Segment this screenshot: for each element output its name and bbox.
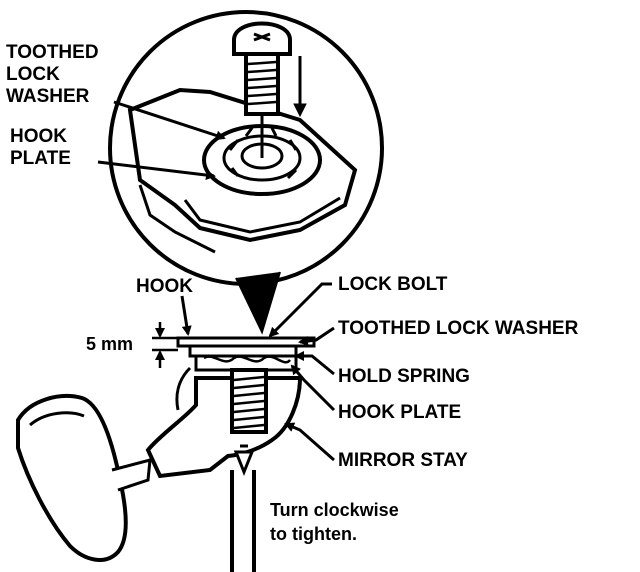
label-five-mm: 5 mm <box>86 334 133 354</box>
label-toothed-lock-washer-top-1: TOOTHED <box>6 42 99 63</box>
label-hook-plate: HOOK PLATE <box>338 402 461 423</box>
label-lock-bolt: LOCK BOLT <box>338 274 448 295</box>
label-hold-spring: HOLD SPRING <box>338 366 470 387</box>
label-hook: HOOK <box>136 276 193 297</box>
five-mm-dimension <box>152 322 178 368</box>
label-mirror-stay: MIRROR STAY <box>338 450 468 471</box>
label-toothed-lock-washer-top-2: LOCK <box>6 64 60 85</box>
label-hook-plate-top-2: PLATE <box>10 148 71 169</box>
bottom-leader-lines <box>180 282 336 462</box>
top-leader-lines <box>97 100 226 181</box>
label-toothed-lock-washer: TOOTHED LOCK WASHER <box>338 318 579 339</box>
caption-line-2: to tighten. <box>270 524 357 544</box>
mirror-stay-assembly <box>16 336 316 572</box>
caption-line-1: Turn clockwise <box>270 500 399 520</box>
label-hook-plate-top-1: HOOK <box>10 126 67 147</box>
detail-magnifier <box>108 10 384 335</box>
label-toothed-lock-washer-top-3: WASHER <box>6 86 90 107</box>
